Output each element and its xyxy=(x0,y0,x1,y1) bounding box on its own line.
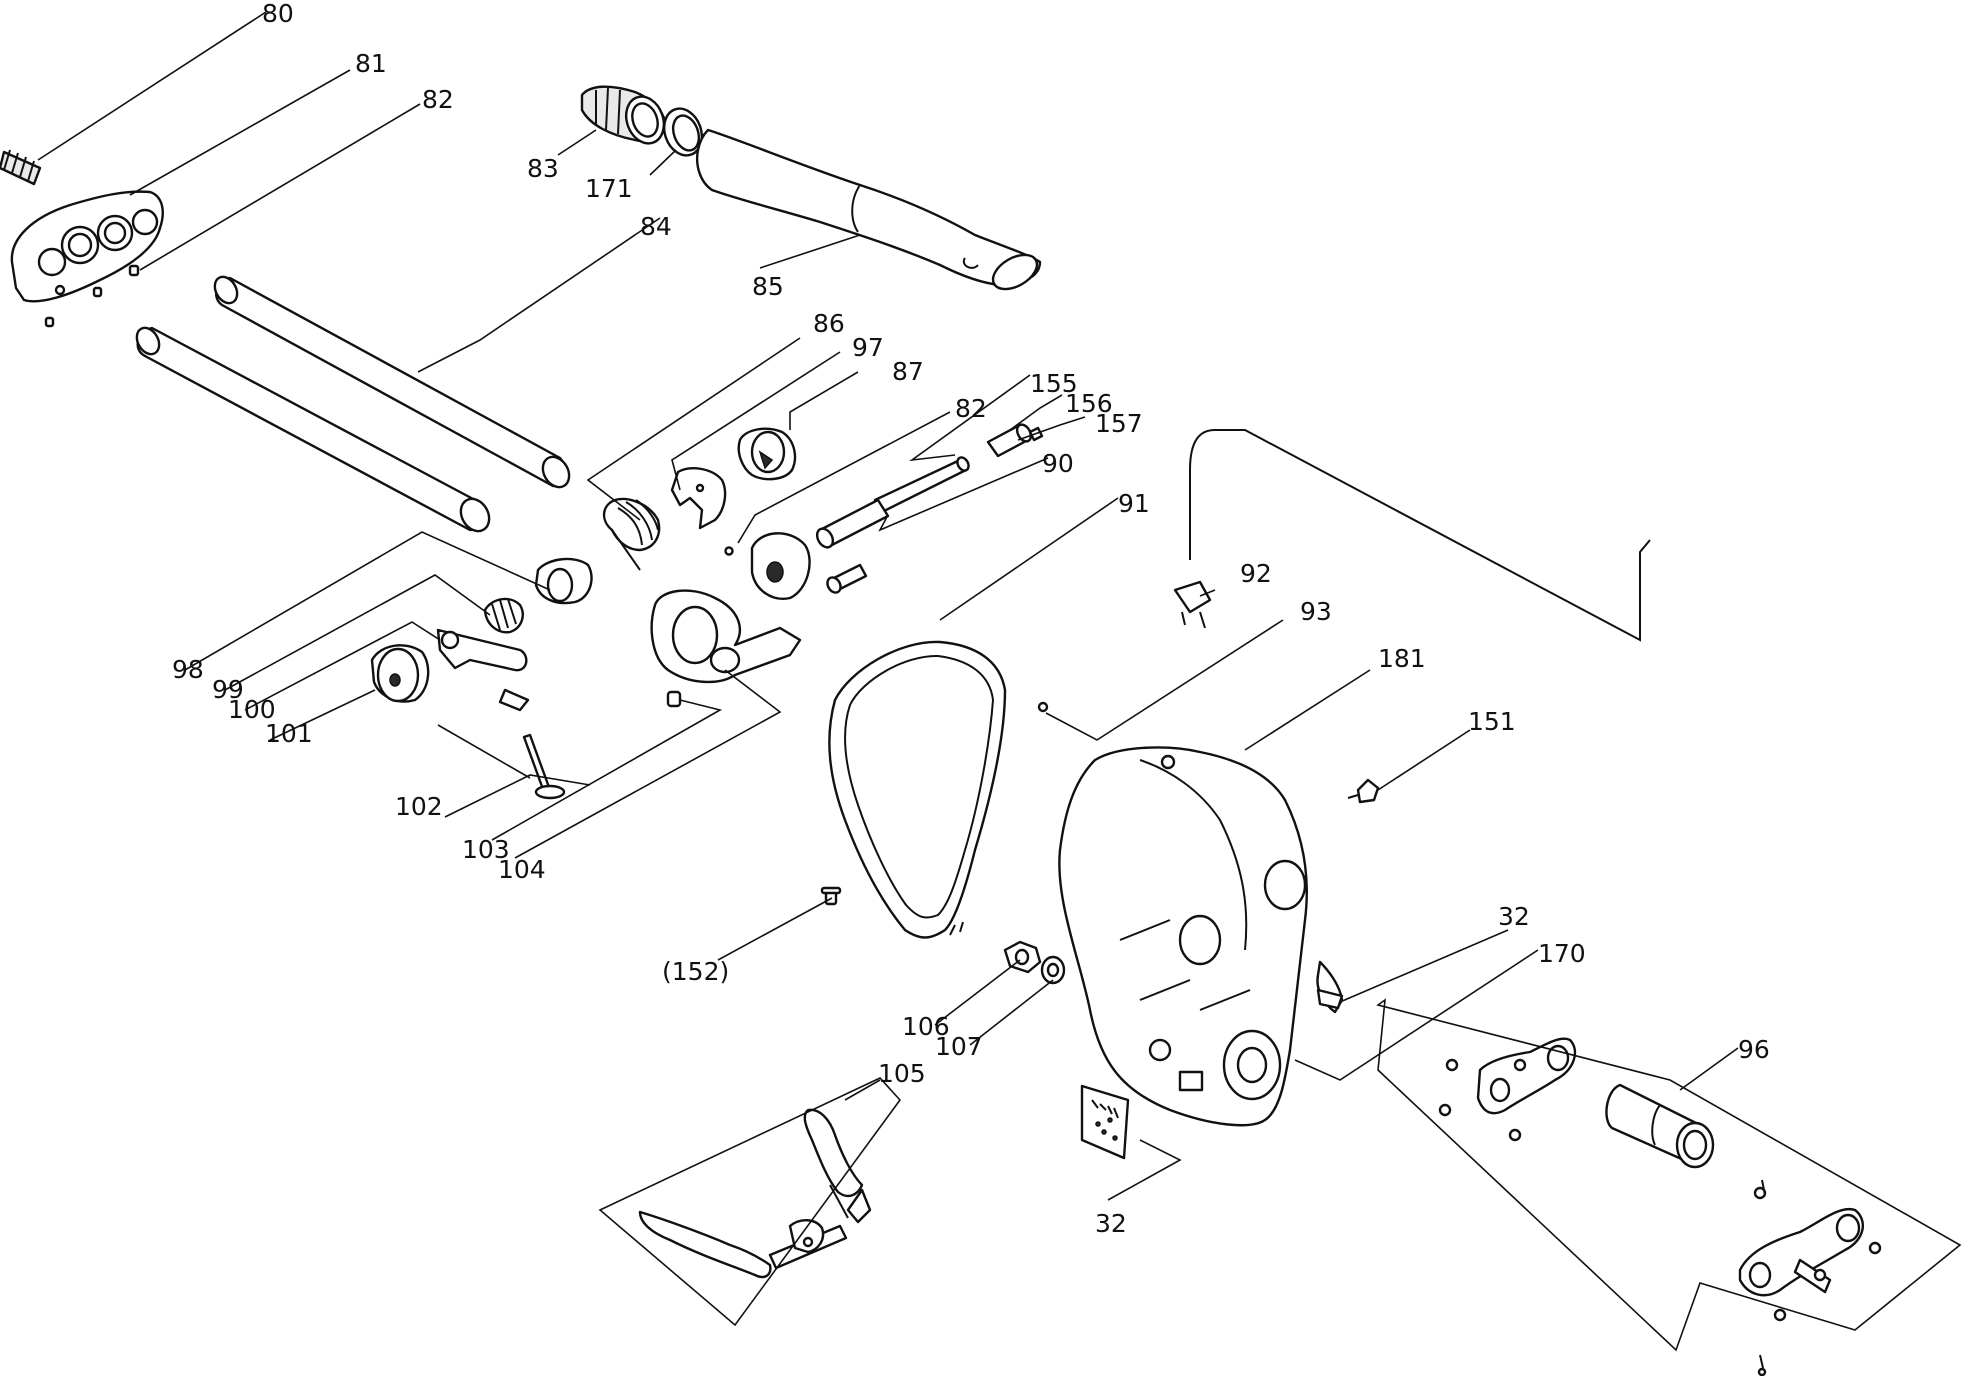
callout-82-b: 82 xyxy=(955,394,987,423)
part-85-hose xyxy=(696,128,1042,291)
part-91-shroud xyxy=(828,640,1007,939)
part-81-end-cap xyxy=(10,190,164,303)
part-84-rod-upper xyxy=(213,275,571,489)
callout-96: 96 xyxy=(1738,1035,1770,1064)
callout-82: 82 xyxy=(422,85,454,114)
part-155-shaft xyxy=(873,456,970,514)
callout-97: 97 xyxy=(852,333,884,362)
callout-93: 93 xyxy=(1300,597,1332,626)
part-98-rod-lower xyxy=(135,326,491,533)
callout-103: 103 xyxy=(462,835,510,864)
part-96-sleeve xyxy=(1605,1083,1715,1169)
part-171-ring xyxy=(662,107,704,157)
part-156-sleeve xyxy=(986,423,1033,458)
part-32-plate-upper xyxy=(1316,960,1344,1014)
part-82-small-pin xyxy=(724,546,734,556)
callout-32-upper: 32 xyxy=(1498,902,1530,931)
part-151-clip xyxy=(1347,778,1380,804)
callout-90: 90 xyxy=(1042,449,1074,478)
callout-107: 107 xyxy=(935,1032,983,1061)
callout-171: 171 xyxy=(585,174,633,203)
part-80-spring xyxy=(0,149,42,186)
part-83-hose-fitting xyxy=(580,85,666,145)
callout-181: 181 xyxy=(1378,644,1426,673)
callout-85: 85 xyxy=(752,272,784,301)
part-102-bolt xyxy=(522,733,566,800)
callout-101: 101 xyxy=(265,719,313,748)
part-181-blade-guard xyxy=(1058,746,1308,1127)
part-98-coupling xyxy=(534,557,593,605)
callout-105: 105 xyxy=(878,1059,926,1088)
part-103-screw xyxy=(666,690,682,708)
callout-152: (152) xyxy=(662,957,729,986)
callout-106: 106 xyxy=(902,1012,950,1041)
callout-83: 83 xyxy=(527,154,559,183)
callout-92: 92 xyxy=(1240,559,1272,588)
part-97-bracket xyxy=(670,467,727,530)
part-170-bracket-set xyxy=(1438,1037,1577,1142)
part-86-torsion-spring xyxy=(602,497,661,571)
part-90-pin xyxy=(815,498,890,594)
part-lower-bracket xyxy=(1738,1179,1882,1376)
callout-170: 170 xyxy=(1538,939,1586,968)
part-32-scale-plate xyxy=(1080,1084,1130,1160)
callout-labels: 80 81 82 83 171 84 85 86 97 87 82 155 15… xyxy=(172,0,1770,1238)
callout-157: 157 xyxy=(1095,409,1143,438)
callout-80: 80 xyxy=(262,0,294,28)
callout-98: 98 xyxy=(172,655,204,684)
callout-99: 99 xyxy=(212,675,244,704)
callout-84: 84 xyxy=(640,212,672,241)
part-82-screws xyxy=(44,264,140,328)
callout-32-lower: 32 xyxy=(1095,1209,1127,1238)
part-99-spring xyxy=(483,597,524,634)
callout-156: 156 xyxy=(1065,389,1113,418)
part-92-power-cable xyxy=(1173,429,1651,642)
callout-155: 155 xyxy=(1030,369,1078,398)
callout-87: 87 xyxy=(892,357,924,386)
callout-86: 86 xyxy=(813,309,845,338)
part-105-handle-linkage xyxy=(638,1108,872,1279)
callout-81: 81 xyxy=(355,49,387,78)
part-87-knob xyxy=(737,427,797,481)
callout-104: 104 xyxy=(498,855,546,884)
part-104-clamp-housing xyxy=(650,532,811,684)
callout-151: 151 xyxy=(1468,707,1516,736)
callout-100: 100 xyxy=(228,695,276,724)
part-93-screw xyxy=(1037,701,1049,713)
part-107-washer xyxy=(1040,955,1066,985)
part-101-roller xyxy=(370,644,430,703)
part-100-lever xyxy=(436,628,530,712)
leader-lines xyxy=(37,11,1962,1352)
callout-102: 102 xyxy=(395,792,443,821)
callout-91: 91 xyxy=(1118,489,1150,518)
